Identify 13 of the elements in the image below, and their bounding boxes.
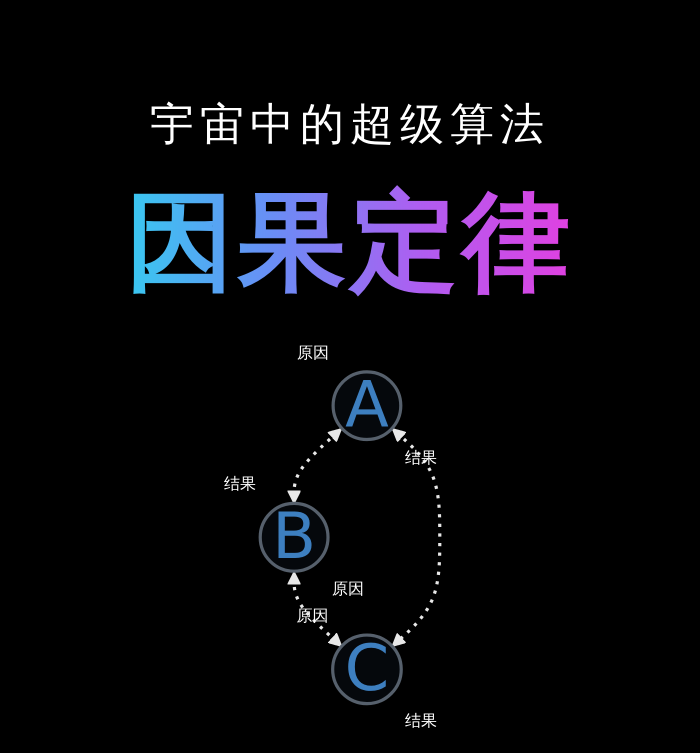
node-circle: B	[258, 502, 330, 573]
node-caption: 结果	[404, 448, 437, 469]
node-caption: 原因	[297, 342, 330, 364]
arrow	[287, 428, 342, 504]
node-circle: A	[332, 370, 402, 442]
node-circle: C	[331, 633, 403, 706]
arrow	[392, 428, 442, 647]
node-caption: 原因	[332, 579, 364, 600]
node-caption: 结果	[405, 711, 438, 732]
arrow	[287, 571, 342, 647]
subtitle: 宇宙中的超级算法	[149, 98, 551, 152]
node-caption: 结果	[224, 474, 256, 496]
node-caption: 原因	[296, 606, 329, 628]
